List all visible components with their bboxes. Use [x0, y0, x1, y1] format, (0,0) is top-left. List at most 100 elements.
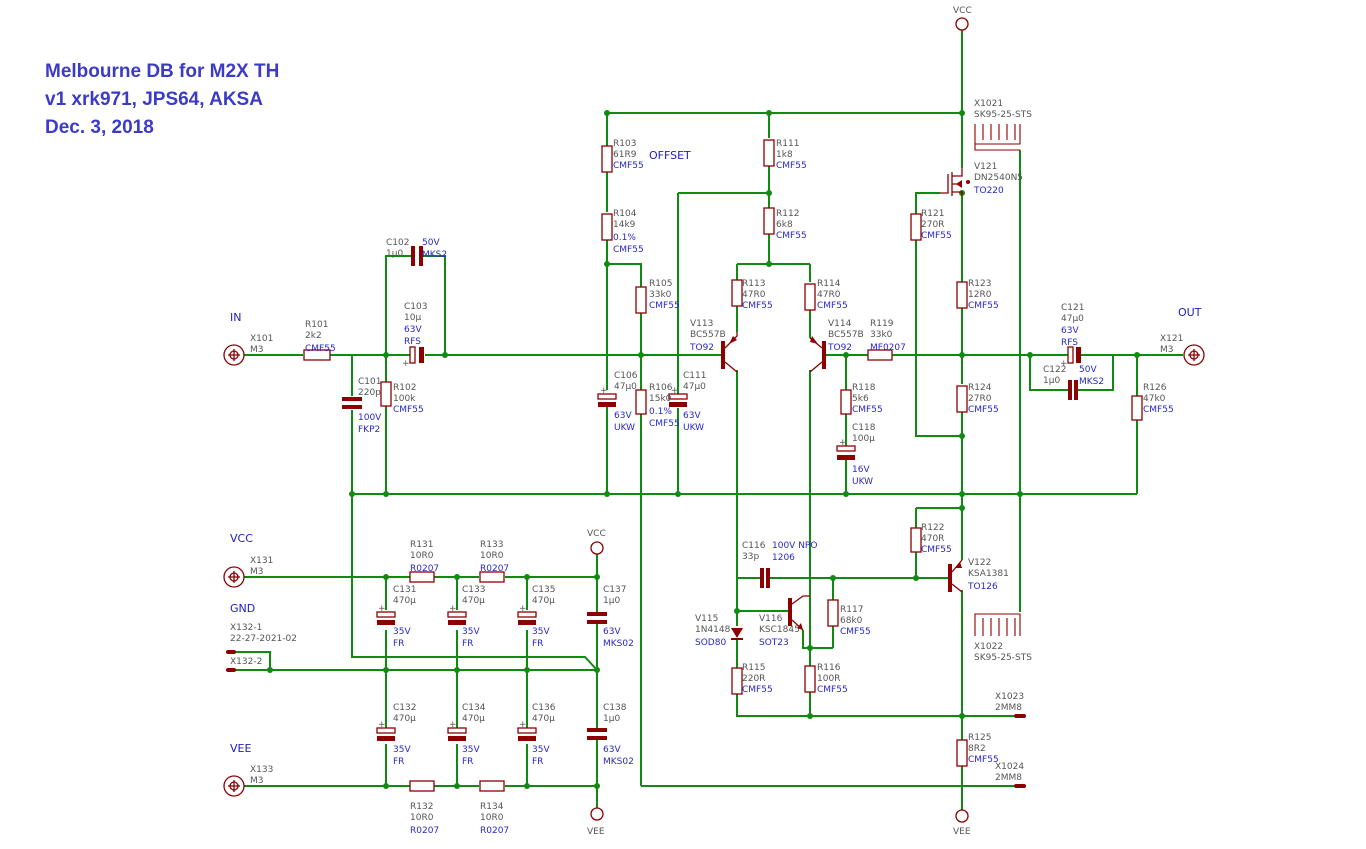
r112-ref-label: R112 [776, 209, 799, 219]
r116-ref-label: R116 [817, 663, 841, 673]
r134-package-label: R0207 [480, 826, 509, 836]
r113-ref-label: R113 [742, 279, 765, 289]
wire-c111 [677, 192, 769, 494]
r115-value-label: 220R [742, 674, 765, 684]
net-labels: IN OUT OFFSET VCC GND VEE VCC VEE VCC VE… [230, 6, 1202, 837]
r105-ref-label: R105 [649, 279, 672, 289]
c133-package-label: FR [462, 639, 473, 649]
vee-bottom-label: VEE [953, 827, 971, 837]
c106-value-label: 47µ0 [614, 382, 637, 392]
v114-ref-label: V114 [828, 319, 852, 329]
c138-value-label: 1µ0 [603, 714, 620, 724]
c121-symbol: + [1060, 346, 1081, 369]
r106-package-label: CMF55 [649, 419, 680, 429]
x132-symbol [226, 650, 236, 672]
v114-symbol [809, 336, 826, 373]
r101-ref-label: R101 [305, 320, 328, 330]
r106-ref-label: R106 [649, 383, 673, 393]
c132-package-label: FR [393, 757, 404, 767]
c131-package-label: FR [393, 639, 404, 649]
r118-value-label: 5k6 [852, 394, 869, 404]
c102-value-label: 1µ0 [386, 249, 403, 259]
v115-ref-label: V115 [695, 614, 718, 624]
x1024-symbol [1014, 784, 1026, 788]
r133-package-label: R0207 [480, 564, 509, 574]
r104-value-label: 14k9 [613, 220, 636, 230]
schematic-title: Melbourne DB for M2X TH v1 xrk971, JPS64… [45, 58, 279, 142]
c132-value-label: 470µ [393, 714, 416, 724]
transistor-symbols [721, 168, 970, 631]
r131-ref-label: R131 [410, 540, 433, 550]
r122-ref-label: R122 [921, 523, 944, 533]
r131-value-label: 10R0 [410, 551, 434, 561]
x133-value-label: M3 [250, 776, 264, 786]
r113-symbol [731, 279, 743, 307]
c135-spec-label: 35V [532, 627, 550, 637]
v115-package-label: SOD80 [695, 638, 726, 648]
r125-ref-label: R125 [968, 733, 991, 743]
r121-symbol [910, 213, 922, 241]
vee-label: VEE [230, 742, 251, 755]
x1023-value-label: 2MM8 [995, 703, 1022, 713]
x121-ref-label: X121 [1160, 334, 1183, 344]
c131-ref-label: C131 [393, 585, 416, 595]
c135-symbol: + [517, 604, 537, 625]
r122-package-label: CMF55 [921, 545, 952, 555]
r112-symbol [763, 207, 775, 235]
r123-value-label: 12R0 [968, 290, 992, 300]
r122-value-label: 470R [921, 534, 944, 544]
r101-value-label: 2k2 [305, 331, 322, 341]
c134-package-label: FR [462, 757, 473, 767]
x101-symbol [223, 344, 245, 366]
wire-tail [736, 263, 811, 338]
r123-ref-label: R123 [968, 279, 991, 289]
x1022-ref-label: X1022 [974, 642, 1003, 652]
r111-ref-label: R111 [776, 139, 799, 149]
v115-value-label: 1N4148 [695, 625, 731, 635]
c111-package-label: UKW [683, 423, 704, 433]
r118-symbol [840, 389, 852, 415]
c118-spec-label: 16V [852, 465, 870, 475]
c135-ref-label: C135 [532, 585, 555, 595]
svg-text:+: + [519, 720, 527, 730]
r131-symbol [409, 571, 435, 583]
wire-v113-collector [736, 370, 962, 717]
r133-ref-label: R133 [480, 540, 503, 550]
c122-package-label: MKS2 [1079, 377, 1104, 387]
r126-ref-label: R126 [1143, 383, 1167, 393]
c122-ref-label: C122 [1043, 365, 1066, 375]
c103-value-label: 10µ [404, 313, 421, 323]
c136-symbol: + [517, 720, 537, 741]
c111-ref-label: C111 [683, 371, 706, 381]
r124-package-label: CMF55 [968, 405, 999, 415]
c116-symbol [760, 568, 770, 588]
v122-symbol [948, 559, 963, 593]
c118-ref-label: C118 [852, 423, 876, 433]
x101-ref-label: X101 [250, 334, 273, 344]
r132-symbol [409, 780, 435, 792]
wire-c102-bypass [385, 255, 446, 355]
wire-vas [737, 577, 950, 649]
r119-symbol [867, 349, 893, 361]
svg-text:+: + [600, 386, 608, 396]
r102-ref-label: R102 [393, 383, 416, 393]
c101-symbol [342, 397, 362, 409]
wire-offset [606, 113, 642, 786]
c135-package-label: FR [532, 639, 543, 649]
r118-ref-label: R118 [852, 383, 876, 393]
c131-value-label: 470µ [393, 596, 416, 606]
vee-psu-label: VEE [587, 827, 605, 837]
r122-symbol [910, 527, 922, 553]
svg-text:+: + [1060, 359, 1068, 369]
c133-symbol: + [447, 604, 467, 625]
r125-package-label: CMF55 [968, 755, 999, 765]
c122-spec-label: 50V [1079, 365, 1097, 375]
c101-value-label: 220p [358, 388, 381, 398]
title-line-2: v1 xrk971, JPS64, AKSA [45, 89, 263, 110]
r113-package-label: CMF55 [742, 301, 773, 311]
r105-value-label: 33k0 [649, 290, 672, 300]
r111-package-label: CMF55 [776, 161, 807, 171]
r114-value-label: 47R0 [817, 290, 841, 300]
c138-package-label: MKS02 [603, 757, 634, 767]
x1024-ref-label: X1024 [995, 762, 1024, 772]
